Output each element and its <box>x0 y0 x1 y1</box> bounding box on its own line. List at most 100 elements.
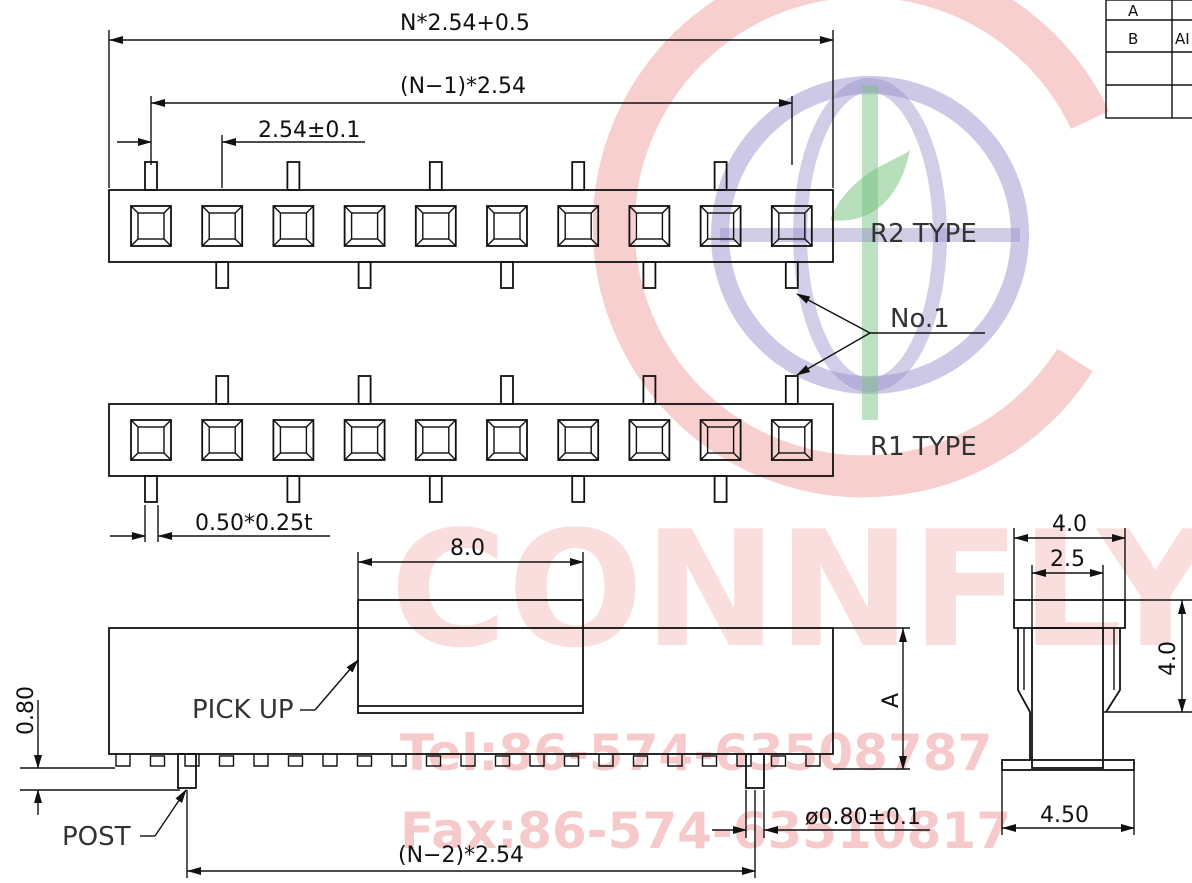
socket-bevel <box>733 205 742 214</box>
pin <box>500 261 514 289</box>
label-post: POST <box>62 822 131 852</box>
socket-inner <box>208 426 236 454</box>
socket-bevel <box>590 205 599 214</box>
title-block-row-b: B <box>1128 30 1138 48</box>
socket-bevel <box>804 452 813 461</box>
terminal-foot <box>425 755 442 767</box>
socket-bevel <box>234 205 243 214</box>
pin <box>286 161 301 191</box>
socket-outer <box>130 419 172 461</box>
socket-outer <box>699 205 742 247</box>
socket-outer <box>343 205 386 247</box>
socket-bevel <box>415 419 424 428</box>
post-right <box>745 753 765 789</box>
socket-outer <box>414 205 457 247</box>
socket-bevel <box>448 238 457 247</box>
dim-side-height: 4.0 <box>1156 641 1181 676</box>
socket-bevel <box>305 419 314 428</box>
terminal-foot <box>598 754 614 767</box>
socket-bevel <box>305 238 314 247</box>
label-pin-one: No.1 <box>890 304 950 334</box>
socket-bevel <box>804 205 813 214</box>
socket-bevel <box>448 419 457 428</box>
socket-bevel <box>804 419 813 428</box>
socket-inner <box>706 426 735 454</box>
socket-bevel <box>590 452 599 461</box>
socket-bevel <box>700 238 709 247</box>
socket-outer <box>201 205 244 247</box>
pin <box>286 475 301 503</box>
terminal-foot <box>736 754 752 767</box>
pin <box>357 375 372 405</box>
watermark-brand: CONNFLY <box>390 496 1192 683</box>
socket-bevel <box>201 419 210 428</box>
socket-inner <box>422 212 450 240</box>
socket-inner <box>279 212 308 240</box>
dim-post-diameter: ø0.80±0.1 <box>805 805 921 830</box>
dim-side-bottom: 4.50 <box>1040 803 1089 828</box>
socket-bevel <box>628 452 637 461</box>
socket-bevel <box>201 452 210 461</box>
terminal-foot <box>701 755 718 767</box>
socket-inner <box>493 426 521 454</box>
terminal-foot <box>770 755 787 767</box>
r1-connector: R1 TYPE <box>108 375 977 503</box>
socket-outer <box>628 419 671 461</box>
terminal-foot <box>632 755 649 767</box>
socket-bevel <box>557 419 566 428</box>
socket-bevel <box>557 452 566 461</box>
socket-outer <box>770 205 813 247</box>
top-dimensions: N*2.54+0.5 (N−1)*2.54 2.54±0.1 <box>108 11 834 188</box>
socket-bevel <box>486 419 495 428</box>
socket-bevel <box>733 452 742 461</box>
pin <box>571 475 586 503</box>
socket-bevel <box>519 419 528 428</box>
socket-bevel <box>415 205 424 214</box>
socket-bevel <box>344 205 353 214</box>
socket-bevel <box>415 238 424 247</box>
socket-bevel <box>661 238 670 247</box>
socket-bevel <box>557 205 566 214</box>
socket-bevel <box>733 238 742 247</box>
socket-bevel <box>628 238 637 247</box>
socket-bevel <box>163 238 172 247</box>
socket-bevel <box>305 205 314 214</box>
title-block-row-a: A <box>1128 2 1139 20</box>
profile-view: 8.0 PICK UP A 0.80 POST (N−2)*2.54 <box>14 536 930 878</box>
dim-side-inner: 2.5 <box>1050 547 1085 572</box>
terminal-foot <box>460 754 476 767</box>
socket-bevel <box>448 205 457 214</box>
socket-bevel <box>590 419 599 428</box>
socket-inner <box>564 426 592 454</box>
title-block: A B AI <box>1105 0 1192 119</box>
socket-inner <box>279 426 308 454</box>
socket-outer <box>699 419 742 461</box>
socket-bevel <box>163 205 172 214</box>
pin <box>642 261 657 289</box>
socket-outer <box>770 419 813 461</box>
pin <box>500 375 514 405</box>
terminal-foot <box>494 755 511 767</box>
socket-bevel <box>628 419 637 428</box>
socket-bevel <box>486 205 495 214</box>
socket-bevel <box>661 419 670 428</box>
terminal-foot <box>184 754 200 767</box>
terminal-foot <box>356 755 373 767</box>
socket-inner <box>422 426 450 454</box>
socket-outer <box>557 205 600 247</box>
r2-connector: R2 TYPE <box>108 161 977 289</box>
dim-pickup-width: 8.0 <box>450 536 485 561</box>
socket-outer <box>272 419 315 461</box>
socket-bevel <box>130 452 139 461</box>
socket-bevel <box>519 205 528 214</box>
socket-outer <box>343 419 386 461</box>
pin <box>713 475 728 503</box>
socket-bevel <box>486 238 495 247</box>
socket-bevel <box>344 238 353 247</box>
socket-bevel <box>771 452 780 461</box>
socket-bevel <box>519 452 528 461</box>
terminal-foot <box>115 754 131 767</box>
socket-bevel <box>234 238 243 247</box>
terminal-foot <box>253 754 269 767</box>
pin <box>428 161 443 191</box>
